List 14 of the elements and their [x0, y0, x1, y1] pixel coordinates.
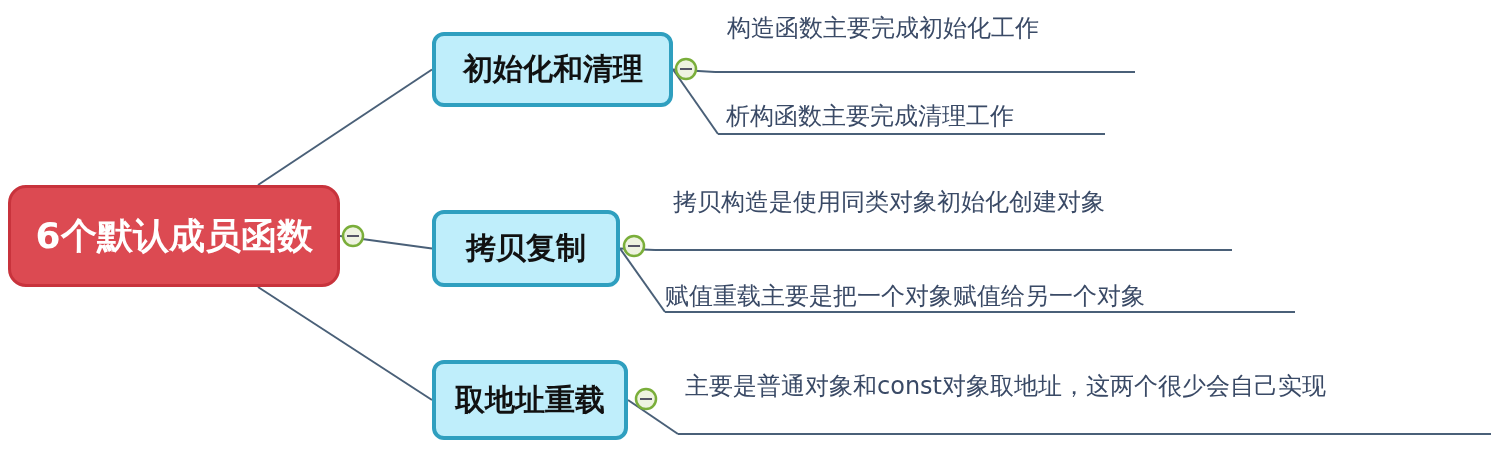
topic-box: 取地址重载 — [432, 360, 628, 440]
connector-line — [619, 247, 656, 251]
branch-note: 赋值重载主要是把一个对象赋值给另一个对象 — [665, 281, 1145, 312]
connector-line — [619, 247, 666, 313]
branch-note: 主要是普通对象和const对象取地址，这两个很少会自己实现 — [685, 371, 1326, 402]
topic-box: 初始化和清理 — [432, 32, 673, 107]
connector-line — [257, 286, 433, 401]
connector-line — [627, 399, 679, 435]
connector-line — [257, 68, 433, 186]
root-topic-box: 6个默认成员函数 — [8, 185, 340, 287]
branch-note: 析构函数主要完成清理工作 — [726, 101, 1014, 132]
branch-note: 构造函数主要完成初始化工作 — [727, 13, 1039, 44]
branch-note: 拷贝构造是使用同类对象初始化创建对象 — [673, 187, 1105, 218]
topic-box: 拷贝复制 — [432, 210, 620, 287]
